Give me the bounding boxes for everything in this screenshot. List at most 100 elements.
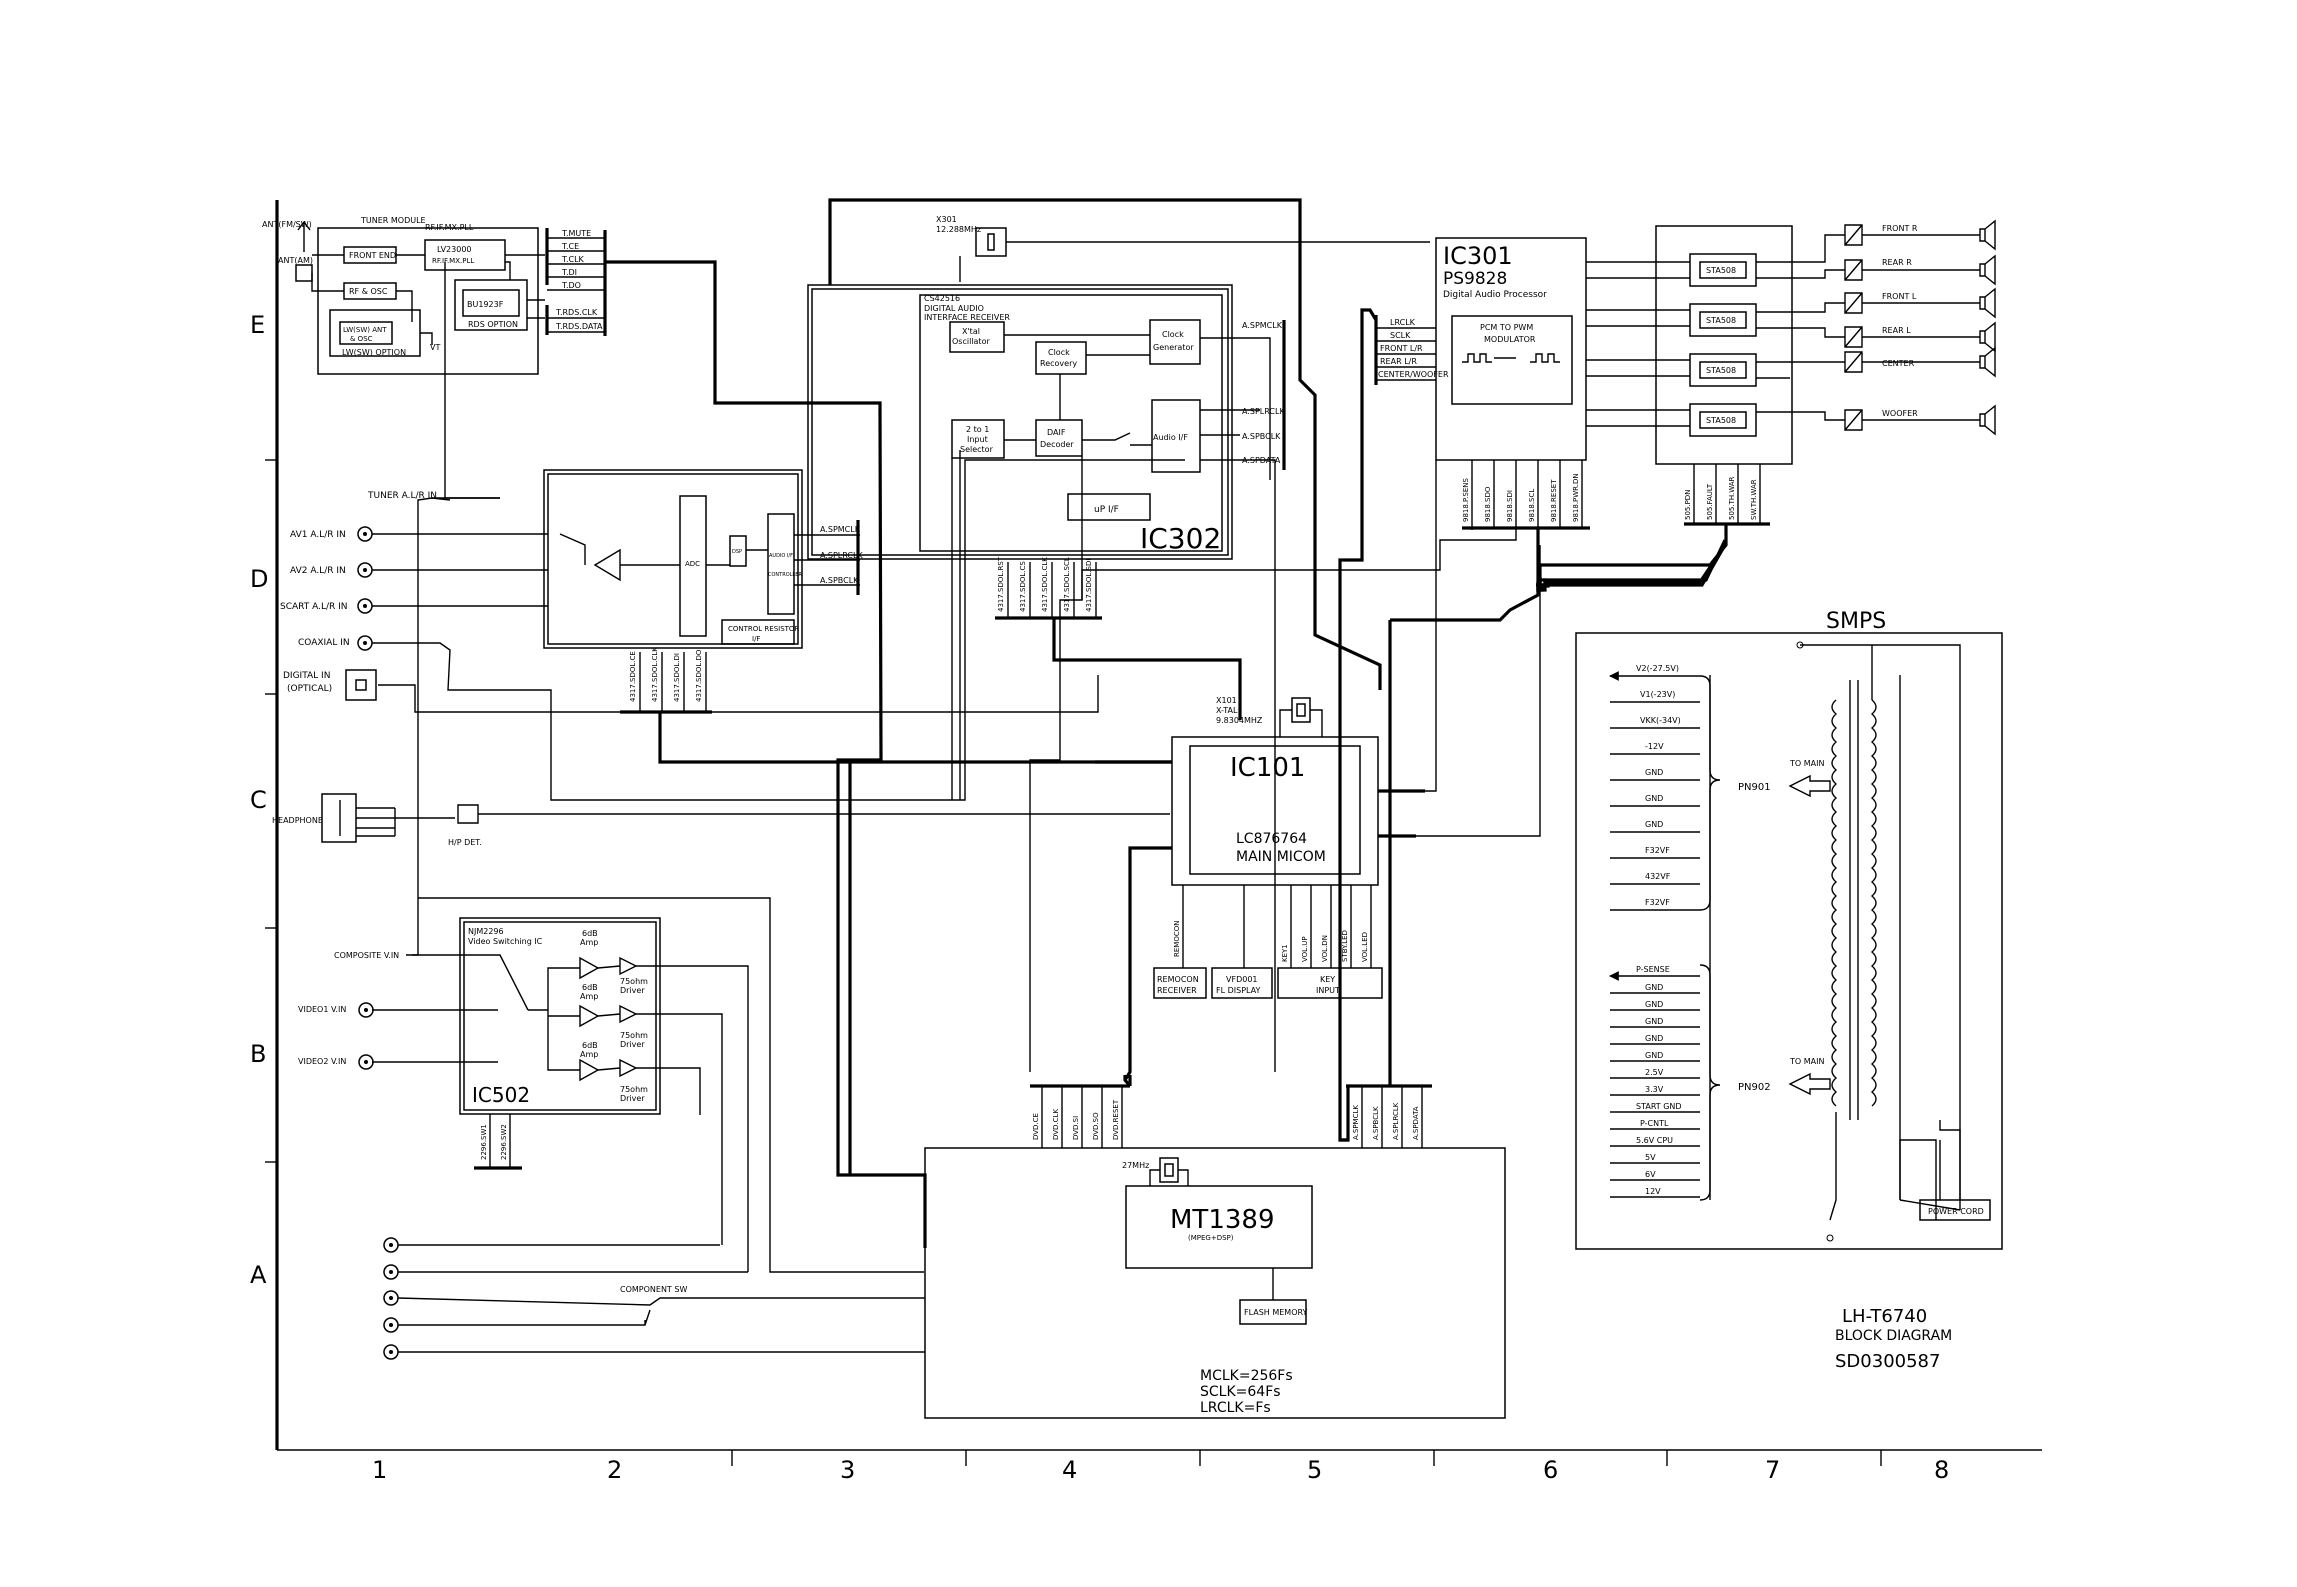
mt1389-block: MT1389 (MPEG+DSP) 27MHz FLASH MEMORY MCL… bbox=[924, 1075, 1506, 1419]
ic502-block: IC502 NJM2296 Video Switching IC COMPOSI… bbox=[298, 917, 749, 1272]
svg-text:STBY.LED: STBY.LED bbox=[1341, 930, 1349, 962]
svg-text:(OPTICAL): (OPTICAL) bbox=[287, 684, 332, 694]
svg-text:MODULATOR: MODULATOR bbox=[1484, 335, 1536, 344]
svg-text:Clock: Clock bbox=[1048, 348, 1070, 357]
bus-line bbox=[848, 760, 852, 1175]
row-label: A bbox=[250, 1261, 267, 1289]
svg-text:TUNER A.L/R IN: TUNER A.L/R IN bbox=[367, 491, 437, 501]
svg-text:FLASH MEMORY: FLASH MEMORY bbox=[1244, 1308, 1308, 1317]
svg-text:T.DO: T.DO bbox=[561, 281, 581, 290]
svg-text:HEADPHONE: HEADPHONE bbox=[272, 816, 323, 825]
svg-text:KEY1: KEY1 bbox=[1281, 944, 1289, 962]
svg-text:9818.SDO: 9818.SDO bbox=[1484, 486, 1492, 522]
svg-text:Driver: Driver bbox=[620, 1094, 645, 1103]
svg-text:4317.SDOL.DO: 4317.SDOL.DO bbox=[695, 649, 703, 702]
bus-line bbox=[1536, 544, 1727, 592]
svg-text:505.PDN: 505.PDN bbox=[1684, 490, 1692, 520]
svg-text:NJM2296: NJM2296 bbox=[468, 927, 504, 936]
svg-text:LC876764: LC876764 bbox=[1236, 831, 1307, 847]
svg-text:SW.TH.WAR: SW.TH.WAR bbox=[1750, 479, 1758, 520]
svg-text:SCLK=64Fs: SCLK=64Fs bbox=[1200, 1384, 1281, 1400]
svg-text:BLOCK DIAGRAM: BLOCK DIAGRAM bbox=[1835, 1328, 1952, 1344]
ic302-block: IC302 X301 12.288MHz CS42516 DIGITAL AUD… bbox=[807, 215, 1430, 620]
svg-text:Amp: Amp bbox=[580, 938, 598, 947]
svg-text:STA508: STA508 bbox=[1706, 266, 1736, 275]
svg-text:FRONT R: FRONT R bbox=[1882, 224, 1918, 233]
svg-text:KEY: KEY bbox=[1320, 975, 1335, 984]
col-label: 3 bbox=[840, 1456, 855, 1484]
svg-text:REAR R: REAR R bbox=[1882, 258, 1912, 267]
svg-text:SMPS: SMPS bbox=[1826, 609, 1886, 634]
svg-text:3.3V: 3.3V bbox=[1645, 1085, 1664, 1094]
svg-text:Video Switching IC: Video Switching IC bbox=[468, 937, 543, 946]
bus-line bbox=[605, 260, 927, 1248]
svg-text:POWER CORD: POWER CORD bbox=[1928, 1207, 1984, 1216]
svg-text:6V: 6V bbox=[1645, 1170, 1656, 1179]
svg-text:PCM TO PWM: PCM TO PWM bbox=[1480, 323, 1533, 332]
svg-text:2 to 1: 2 to 1 bbox=[966, 425, 989, 434]
svg-text:AV1 A.L/R IN: AV1 A.L/R IN bbox=[290, 530, 346, 540]
svg-text:4317.SDOL.CLK: 4317.SDOL.CLK bbox=[1041, 557, 1049, 612]
svg-text:9818.PWR.DN: 9818.PWR.DN bbox=[1572, 473, 1580, 522]
svg-text:A.SPLRCLK: A.SPLRCLK bbox=[1392, 1102, 1400, 1140]
wire bbox=[951, 450, 961, 800]
svg-text:A.SPBCLK: A.SPBCLK bbox=[1372, 1106, 1380, 1140]
svg-text:PS9828: PS9828 bbox=[1443, 269, 1507, 289]
title-block: LH-T6740 BLOCK DIAGRAM SD0300587 bbox=[1835, 1306, 1952, 1372]
svg-text:LH-T6740: LH-T6740 bbox=[1842, 1306, 1927, 1327]
svg-text:75ohm: 75ohm bbox=[620, 1085, 648, 1094]
svg-text:A.SPBCLK: A.SPBCLK bbox=[1242, 432, 1281, 441]
svg-text:Audio I/F: Audio I/F bbox=[1153, 433, 1188, 442]
svg-text:DAIF: DAIF bbox=[1047, 428, 1066, 437]
col-label: 6 bbox=[1543, 1456, 1558, 1484]
svg-text:12V: 12V bbox=[1645, 1187, 1661, 1196]
svg-text:INPUT: INPUT bbox=[1316, 986, 1340, 995]
svg-text:P-SENSE: P-SENSE bbox=[1636, 965, 1670, 974]
svg-text:432VF: 432VF bbox=[1645, 872, 1671, 881]
ic101-block: IC101 LC876764 MAIN MICOM X101 X-TAL 9.8… bbox=[1153, 460, 1541, 999]
svg-text:GND: GND bbox=[1645, 983, 1663, 992]
smps-rails-2: P-SENSE GND GND GND GND GND 2.5V 3.3V ST… bbox=[1636, 965, 1682, 1196]
svg-text:LW(SW) OPTION: LW(SW) OPTION bbox=[342, 348, 406, 357]
svg-text:Decoder: Decoder bbox=[1040, 440, 1074, 449]
svg-text:REAR L/R: REAR L/R bbox=[1380, 357, 1417, 366]
svg-text:V1(-23V): V1(-23V) bbox=[1640, 690, 1675, 699]
svg-text:T.DI: T.DI bbox=[561, 268, 577, 277]
svg-text:STA508: STA508 bbox=[1706, 366, 1736, 375]
svg-text:RF & OSC: RF & OSC bbox=[349, 287, 388, 296]
svg-text:Driver: Driver bbox=[620, 1040, 645, 1049]
svg-text:CONTROL RESISTOR: CONTROL RESISTOR bbox=[728, 625, 799, 633]
svg-text:27MHz: 27MHz bbox=[1122, 1161, 1149, 1170]
svg-text:H/P DET.: H/P DET. bbox=[448, 838, 482, 847]
svg-text:A.SPMCLK: A.SPMCLK bbox=[1242, 321, 1283, 330]
svg-text:4317.SDOL.DI: 4317.SDOL.DI bbox=[673, 653, 681, 702]
svg-text:DVD.SO: DVD.SO bbox=[1092, 1112, 1100, 1140]
svg-text:X'tal: X'tal bbox=[962, 327, 980, 336]
svg-text:T.CE: T.CE bbox=[561, 242, 579, 251]
svg-text:FRONT END: FRONT END bbox=[349, 251, 396, 260]
svg-text:IC302: IC302 bbox=[1140, 522, 1221, 555]
svg-text:75ohm: 75ohm bbox=[620, 977, 648, 986]
svg-text:CONTROLLER: CONTROLLER bbox=[768, 572, 802, 578]
svg-text:A.SPDATA: A.SPDATA bbox=[1412, 1106, 1420, 1140]
svg-text:VIDEO2 V.IN: VIDEO2 V.IN bbox=[298, 1057, 346, 1066]
svg-text:2296.SW1: 2296.SW1 bbox=[480, 1124, 488, 1160]
col-label: 1 bbox=[372, 1456, 387, 1484]
svg-text:9818.SCL: 9818.SCL bbox=[1528, 489, 1536, 522]
svg-text:STA508: STA508 bbox=[1706, 316, 1736, 325]
svg-text:VOL.DN: VOL.DN bbox=[1321, 935, 1329, 962]
svg-text:FL DISPLAY: FL DISPLAY bbox=[1216, 986, 1261, 995]
svg-text:IC101: IC101 bbox=[1230, 753, 1305, 783]
svg-text:9.8304MHZ: 9.8304MHZ bbox=[1216, 716, 1263, 725]
col-label: 2 bbox=[607, 1456, 622, 1484]
svg-text:MT1389: MT1389 bbox=[1170, 1205, 1274, 1235]
svg-text:CENTER: CENTER bbox=[1882, 359, 1915, 368]
bus-line bbox=[1123, 1075, 1132, 1088]
svg-text:12.288MHz: 12.288MHz bbox=[936, 225, 981, 234]
svg-text:WOOFER: WOOFER bbox=[1882, 409, 1918, 418]
row-label: B bbox=[250, 1040, 266, 1068]
svg-text:Selector: Selector bbox=[960, 445, 994, 454]
svg-text:STA508: STA508 bbox=[1706, 416, 1736, 425]
svg-text:Amp: Amp bbox=[580, 1050, 598, 1059]
svg-text:IC301: IC301 bbox=[1443, 242, 1513, 270]
